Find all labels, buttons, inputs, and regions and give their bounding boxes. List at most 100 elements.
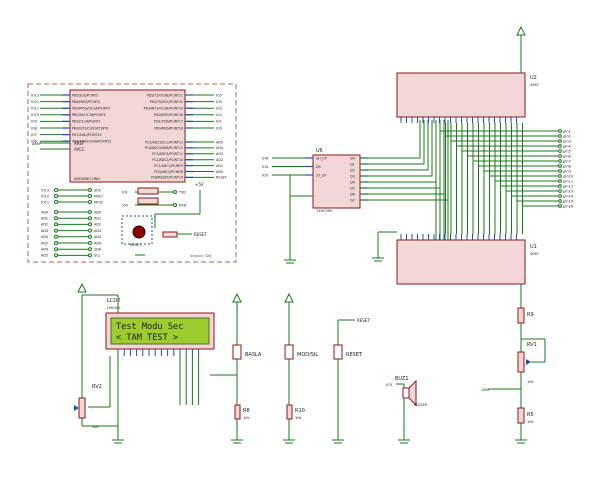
u1-part: 4067	[530, 252, 539, 256]
pin-label: pin5	[563, 149, 571, 153]
u2-name: U2	[530, 75, 537, 81]
arduino-right-pin-label: PD1/TXD/PCINT17	[154, 120, 183, 124]
arduino-left-io-label: IO13	[31, 93, 39, 97]
analog-out-label: AD3	[94, 229, 101, 233]
analog-out-label: SDA	[94, 248, 102, 252]
pin-terminal	[558, 169, 562, 173]
reset-net-label: RESET	[194, 232, 207, 237]
buzzer-part: BUZZER	[414, 403, 428, 407]
arduino-right-io-label: IO4	[216, 100, 222, 104]
pin-terminal	[558, 204, 562, 208]
modsil-button[interactable]	[284, 344, 294, 360]
aref-net: AREF	[32, 142, 41, 146]
arduino-left-pin-label: PB0/ICP1/CLKO/PCINT0	[72, 126, 108, 130]
analog-out-label: AD0	[94, 210, 101, 214]
spi-terminal	[88, 194, 92, 198]
arduino-left-pin-label: PB5/SCK/PCINT5	[72, 93, 98, 97]
spi-out-label: MISO	[94, 194, 103, 198]
u6-out-wire	[360, 120, 433, 177]
reset-push-button[interactable]	[333, 344, 343, 360]
arduino-right-pin-label: PC1/ADC1/PCINT9	[154, 164, 183, 168]
arduino-right-io-label: AD5	[216, 140, 223, 144]
analog-terminal	[54, 216, 58, 221]
u1-mux: U1 4067	[372, 231, 539, 285]
pin-terminal	[558, 144, 562, 148]
arduino-right-io-label: AD4	[216, 146, 223, 150]
pin-terminal	[558, 129, 562, 133]
analog-in-label: AD5	[41, 254, 48, 258]
spi-terminal	[54, 200, 58, 204]
basla-button[interactable]	[232, 344, 242, 360]
analog-terminal	[88, 247, 92, 252]
analog-terminal	[88, 228, 92, 233]
u2-part: 4067	[530, 83, 539, 87]
pin-label: pin3	[563, 139, 571, 143]
crystal-2	[137, 197, 159, 205]
u6-out-label: Q6	[350, 192, 355, 196]
pin-label: pin1	[563, 129, 571, 133]
lcd-line1: Test Modu Sec	[116, 322, 183, 332]
pin-bus-wire	[494, 123, 560, 182]
analog-terminal	[54, 228, 58, 233]
arduino-left-io-label: IO6	[31, 140, 37, 144]
arduino-right-io-label: AD0	[216, 170, 223, 174]
pin-terminal	[558, 199, 562, 203]
vcc-label: +5V	[195, 182, 204, 187]
pin-label: pin2	[563, 134, 571, 138]
serial-terminal	[173, 190, 177, 194]
arduino-right-pin-label: PC0/ADC0/PCINT8	[154, 170, 183, 174]
u6-io-label: IO4	[262, 165, 269, 169]
arduino-left-io-label: IO8	[31, 126, 37, 130]
lcd-line2: < TAM TEST >	[116, 333, 178, 343]
analog-in-label: AD0	[41, 210, 48, 214]
u6-out-label: Q7	[350, 198, 355, 202]
reset-top-net: RESET	[357, 318, 370, 323]
lcd-name: LCD2	[107, 298, 120, 304]
modsil-button-group: MOD/SIL R10 10k	[283, 292, 318, 444]
spi-out-label: SCK	[94, 188, 102, 192]
pin-bus-wire	[456, 123, 560, 147]
arduino-block: PB5/SCK/PCINT5IO13PB4/MISO/PCINT4IO12PB3…	[27, 83, 237, 263]
buzzer-body	[402, 387, 410, 399]
analog-out-label: AD5	[94, 241, 101, 245]
u6-out-label: Q2	[350, 168, 355, 172]
analog-in-label: AD4	[41, 235, 48, 239]
u1-pins	[400, 234, 517, 240]
u6-out-label: Q5	[350, 186, 355, 190]
u6-out-wire	[360, 120, 425, 165]
arduino-right-pin-label: PD3/INT1/OC2B/PCINT19	[144, 107, 183, 111]
r10-body	[286, 404, 293, 420]
arduino-left-io-label: IO9	[31, 120, 37, 124]
rv2-wiper	[74, 405, 79, 411]
lcd-screen	[110, 317, 210, 345]
u2-chip	[396, 72, 526, 118]
analog-terminal	[54, 247, 58, 252]
serial-out-label: RXD	[179, 203, 187, 207]
serial-in-label: IO0	[122, 203, 128, 207]
arduino-right-io-label: IO5	[216, 93, 222, 97]
modsil-label: MOD/SIL	[297, 352, 318, 358]
analog-terminal	[54, 253, 58, 258]
u2-pins	[400, 117, 517, 123]
arduino-left-pin-label: PB2/SS/OC1B/PCINT2	[72, 113, 106, 117]
pin-terminal	[558, 159, 562, 163]
arduino-right-io-label: AD1	[216, 164, 223, 168]
basla-button-group: BASLA R8 10k	[210, 292, 262, 444]
arduino-left-pins: PB5/SCK/PCINT5IO13PB4/MISO/PCINT4IO12PB3…	[31, 93, 112, 143]
pin-label: pin14	[563, 194, 574, 198]
basla-label: BASLA	[245, 352, 262, 358]
reset-button-cap[interactable]	[132, 225, 146, 239]
analog-in-label: AD4	[41, 248, 48, 252]
u6-io-label: IO6	[262, 157, 269, 161]
pin-terminal	[558, 164, 562, 168]
u6-out-label: Q0	[350, 156, 355, 160]
buzzer-name: BUZ1	[395, 376, 409, 382]
arduino-right-io-label: IO1	[216, 120, 222, 124]
lcd-power-arrow	[77, 282, 87, 293]
serial-in-label: IO1	[122, 190, 128, 194]
pin-label: pin15	[563, 199, 573, 203]
spi-in-label: IO13	[41, 188, 49, 192]
